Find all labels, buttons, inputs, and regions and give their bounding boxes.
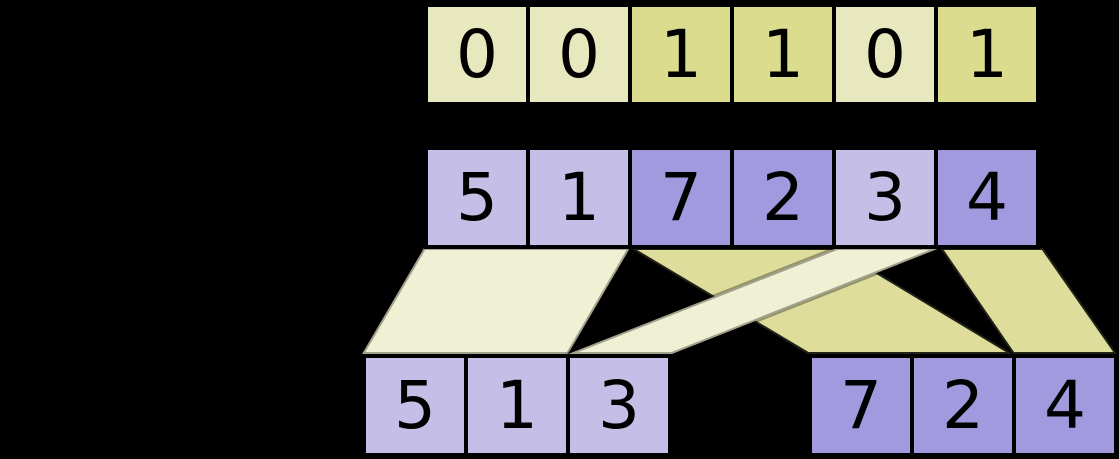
cell-value: 3 (598, 366, 640, 444)
vector-cell-0: 5 (424, 146, 530, 249)
out-left-cell-0: 5 (362, 354, 468, 457)
cell-value: 1 (660, 15, 702, 93)
mask-cell-3: 1 (730, 3, 836, 106)
cell-value: 1 (558, 158, 600, 236)
cell-value: 5 (394, 366, 436, 444)
vector-cell-1: 1 (526, 146, 632, 249)
cell-value: 2 (942, 366, 984, 444)
cell-value: 4 (1044, 366, 1086, 444)
mask-cell-4: 0 (832, 3, 938, 106)
cell-value: 0 (864, 15, 906, 93)
cell-value: 2 (762, 158, 804, 236)
vector-cell-2: 7 (628, 146, 734, 249)
flow-band-keep-5-1 (358, 246, 634, 356)
cell-value: 3 (864, 158, 906, 236)
cell-value: 1 (496, 366, 538, 444)
cell-value: 7 (840, 366, 882, 444)
cell-value: 4 (966, 158, 1008, 236)
cell-value: 0 (558, 15, 600, 93)
cell-value: 1 (966, 15, 1008, 93)
cell-value: 0 (456, 15, 498, 93)
out-right-cell-0: 7 (808, 354, 914, 457)
vector-cell-3: 2 (730, 146, 836, 249)
vector-cell-4: 3 (832, 146, 938, 249)
out-left-cell-2: 3 (566, 354, 672, 457)
mask-cell-5: 1 (934, 3, 1040, 106)
mask-cell-0: 0 (424, 3, 530, 106)
cell-value: 1 (762, 15, 804, 93)
vector-cell-5: 4 (934, 146, 1040, 249)
out-right-cell-2: 4 (1012, 354, 1118, 457)
cell-value: 5 (456, 158, 498, 236)
out-left-cell-1: 1 (464, 354, 570, 457)
cell-value: 7 (660, 158, 702, 236)
mask-cell-1: 0 (526, 3, 632, 106)
out-right-cell-1: 2 (910, 354, 1016, 457)
mask-cell-2: 1 (628, 3, 734, 106)
